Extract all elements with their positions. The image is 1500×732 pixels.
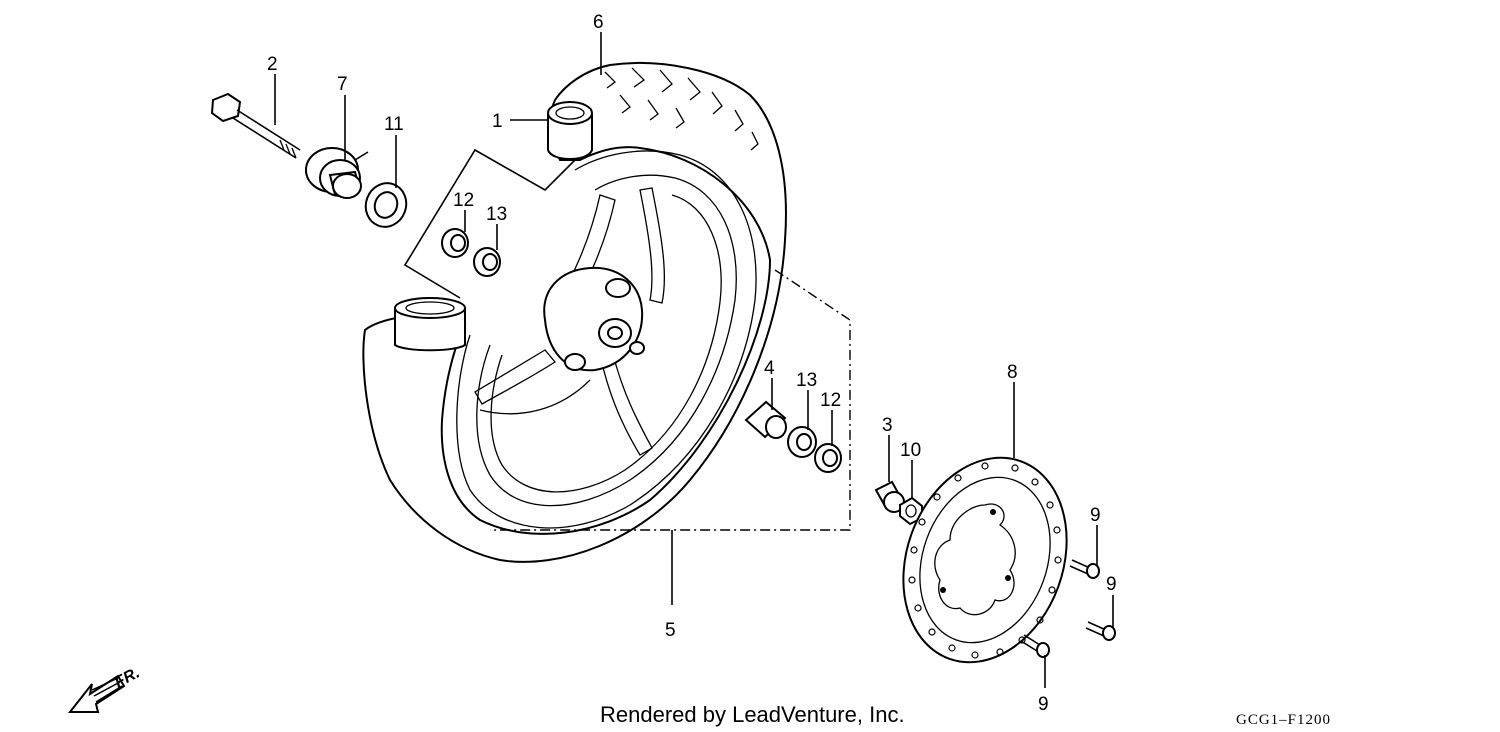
callout-6: 6 — [593, 12, 604, 33]
assembly-bracket-left — [403, 148, 576, 299]
callout-1: 1 — [492, 111, 503, 132]
credit-text: Rendered by LeadVenture, Inc. — [600, 702, 905, 727]
disc-bolt-1[interactable] — [1069, 559, 1100, 579]
callout-4: 4 — [764, 358, 775, 379]
leader-lines — [274, 32, 1114, 688]
dust-seal-right[interactable] — [814, 443, 842, 473]
callout-2: 2 — [267, 54, 278, 75]
callout-13-right: 13 — [796, 370, 817, 391]
callout-12-right: 12 — [820, 390, 841, 411]
callout-11: 11 — [384, 114, 404, 135]
washer[interactable] — [360, 177, 413, 232]
callout-5: 5 — [665, 620, 676, 641]
brake-disc[interactable] — [876, 435, 1094, 686]
distance-collar[interactable] — [744, 400, 787, 439]
callout-7: 7 — [337, 74, 348, 95]
disc-bolt-2[interactable] — [1085, 621, 1116, 641]
side-collar[interactable] — [305, 147, 369, 199]
callout-3: 3 — [882, 415, 893, 436]
callout-12-left: 12 — [453, 190, 474, 211]
axle-bolt[interactable] — [210, 92, 301, 159]
bearing-right[interactable] — [787, 426, 817, 458]
wheel-assembly[interactable] — [362, 62, 787, 563]
disc-bolt-3[interactable] — [1020, 634, 1050, 658]
side-collar-right[interactable] — [874, 480, 905, 513]
callout-9-bottom: 9 — [1038, 694, 1049, 715]
callout-9-right: 9 — [1106, 574, 1117, 595]
assembly-bracket-right — [490, 269, 851, 531]
diagram-code: GCG1–F1200 — [1236, 712, 1331, 728]
dust-seal-left[interactable] — [441, 228, 469, 258]
bearing-left[interactable] — [473, 247, 501, 277]
callout-10: 10 — [900, 440, 921, 461]
callout-13-left: 13 — [486, 204, 507, 225]
callout-9-top: 9 — [1090, 505, 1101, 526]
callout-8: 8 — [1007, 362, 1018, 383]
front-direction-arrow-icon — [67, 674, 126, 713]
